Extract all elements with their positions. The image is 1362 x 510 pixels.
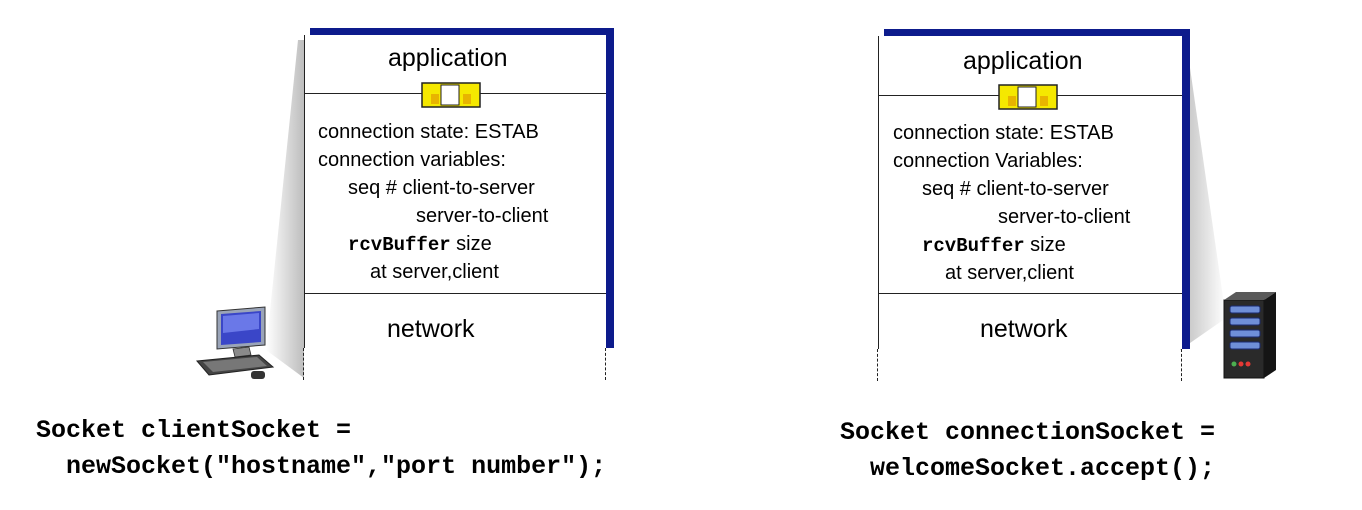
client-buffer-suffix: size: [450, 233, 492, 255]
server-funnel-shape: [1180, 40, 1226, 350]
server-buffer-suffix: size: [1024, 234, 1066, 256]
server-dash-left: [877, 349, 878, 381]
server-network-label: network: [980, 315, 1068, 343]
client-dash-left: [303, 348, 304, 380]
client-code-line1: Socket clientSocket =: [36, 416, 352, 445]
client-buffer-line2: at server,client: [370, 261, 499, 283]
client-seq-line: seq # client-to-server: [348, 177, 535, 199]
server-state-line: connection state: ESTAB: [893, 122, 1114, 144]
server-tower-icon: [1223, 292, 1276, 379]
client-dash-right: [605, 348, 606, 380]
client-seq-line2: server-to-client: [416, 205, 549, 227]
server-buffer-line: rcvBuffer size: [922, 231, 1066, 260]
client-funnel-shape: [266, 40, 304, 378]
server-seq-line2: server-to-client: [998, 206, 1131, 228]
client-code-line2: newSocket("hostname","port number");: [36, 452, 607, 481]
server-code-line1: Socket connectionSocket =: [840, 418, 1216, 447]
client-network-label: network: [387, 315, 475, 343]
server-vars-line: connection Variables:: [893, 150, 1083, 172]
client-net-divider: [304, 293, 606, 294]
client-buffer-name: rcvBuffer: [348, 234, 451, 256]
socket-door-icon: [998, 84, 1058, 110]
client-state-line: connection state: ESTAB: [318, 121, 539, 143]
client-vars-line: connection variables:: [318, 149, 506, 171]
server-buffer-line2: at server,client: [945, 262, 1074, 284]
server-dash-right: [1181, 349, 1182, 381]
client-buffer-line: rcvBuffer size: [348, 230, 492, 259]
socket-door-icon: [421, 82, 481, 108]
laptop-computer-icon: [195, 306, 275, 379]
client-application-label: application: [388, 44, 508, 72]
server-net-divider: [878, 293, 1182, 294]
server-application-label: application: [963, 47, 1083, 75]
server-seq-line: seq # client-to-server: [922, 178, 1109, 200]
server-buffer-name: rcvBuffer: [922, 235, 1025, 257]
server-code-line2: welcomeSocket.accept();: [855, 454, 1216, 483]
